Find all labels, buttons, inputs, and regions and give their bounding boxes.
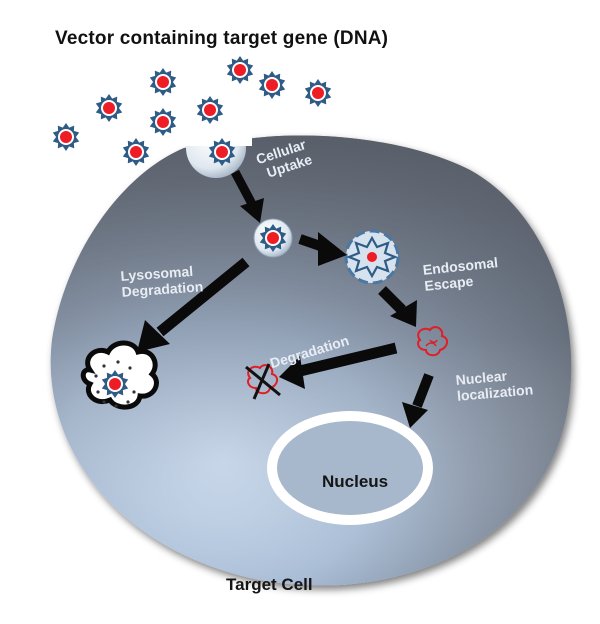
endosome [253, 218, 293, 258]
vector-particle [149, 68, 177, 96]
vector-particle [304, 79, 332, 107]
cell-shading [50, 135, 572, 586]
vector-particle [95, 94, 123, 122]
vector-particle [226, 56, 254, 84]
label-nuclear-localization: Nuclear localization [455, 365, 534, 404]
arrow-to-endosome [298, 232, 347, 266]
label-nucleus: Nucleus [322, 472, 389, 491]
vector-particle [52, 123, 80, 151]
label-target-cell: Target Cell [226, 575, 313, 594]
target-cell [50, 135, 572, 586]
escaping-endosome [344, 229, 400, 285]
released-dna [417, 326, 448, 357]
degraded-dna [245, 363, 281, 400]
vector-particle [258, 71, 286, 99]
arrow-uptake [231, 169, 264, 223]
label-lysosomal-degradation: Lysosomal Degradation [120, 262, 204, 300]
arrow-escape [378, 286, 417, 327]
pathway-arrows [137, 169, 434, 428]
arrow-degradation [279, 342, 398, 389]
diagram-title: Vector containing target gene (DNA) [55, 28, 389, 49]
vector-particle [122, 138, 150, 166]
vector-particle [149, 108, 177, 136]
nucleus [267, 411, 433, 525]
arrow-nuclear [402, 373, 434, 428]
lysosome [80, 340, 159, 410]
arrow-lysosomal [137, 257, 250, 352]
